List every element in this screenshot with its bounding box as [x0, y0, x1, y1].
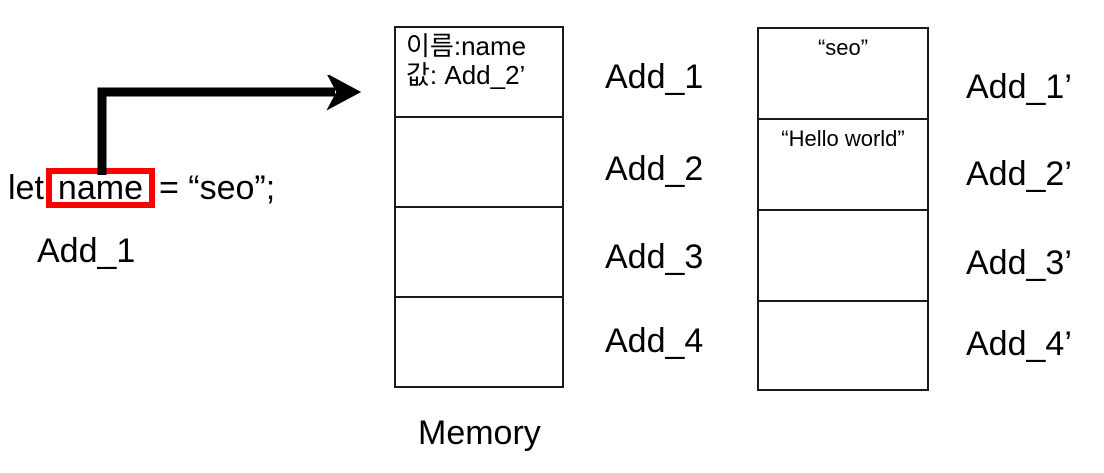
memory-right-cell-4-value [759, 302, 927, 308]
memory-left-cell-1-line-2: 값: Add_2’ [406, 60, 526, 91]
memory-table-left: 이름:name 값: Add_2’ [394, 26, 564, 388]
memory-right-cell-3[interactable] [759, 211, 927, 302]
address-label-add-4: Add_4 [605, 322, 704, 360]
memory-right-cell-1-value: “seo” [817, 35, 869, 60]
code-assignment-tail: = “seo”; [158, 168, 276, 207]
memory-right-cell-4[interactable] [759, 302, 927, 389]
code-address-label: Add_1 [37, 232, 136, 270]
address-label-add-1: Add_1 [605, 58, 704, 96]
memory-left-cell-3[interactable] [396, 208, 562, 298]
memory-table-right: “seo” “Hello world” [757, 27, 929, 391]
address-label-add-2-prime: Add_2’ [966, 155, 1072, 193]
memory-left-cell-1-line-1: 이름:name [406, 31, 527, 61]
memory-right-cell-3-value [759, 211, 927, 217]
memory-left-cell-4[interactable] [396, 298, 562, 386]
address-label-add-3-prime: Add_3’ [966, 244, 1072, 282]
memory-left-cell-1-content: 이름:name 값: Add_2’ [396, 28, 562, 90]
memory-right-cell-2[interactable]: “Hello world” [759, 120, 927, 211]
address-label-add-1-prime: Add_1’ [966, 68, 1072, 106]
address-label-add-2: Add_2 [605, 150, 704, 188]
code-keyword-let: let [8, 168, 44, 207]
address-label-add-3: Add_3 [605, 238, 704, 276]
memory-right-cell-1[interactable]: “seo” [759, 29, 927, 120]
memory-left-cell-1[interactable]: 이름:name 값: Add_2’ [396, 28, 562, 118]
address-label-add-4-prime: Add_4’ [966, 325, 1072, 363]
memory-caption: Memory [418, 414, 541, 452]
memory-right-cell-2-value: “Hello world” [781, 126, 905, 151]
elbow-arrow-right-icon [97, 75, 362, 175]
memory-left-cell-2[interactable] [396, 118, 562, 208]
